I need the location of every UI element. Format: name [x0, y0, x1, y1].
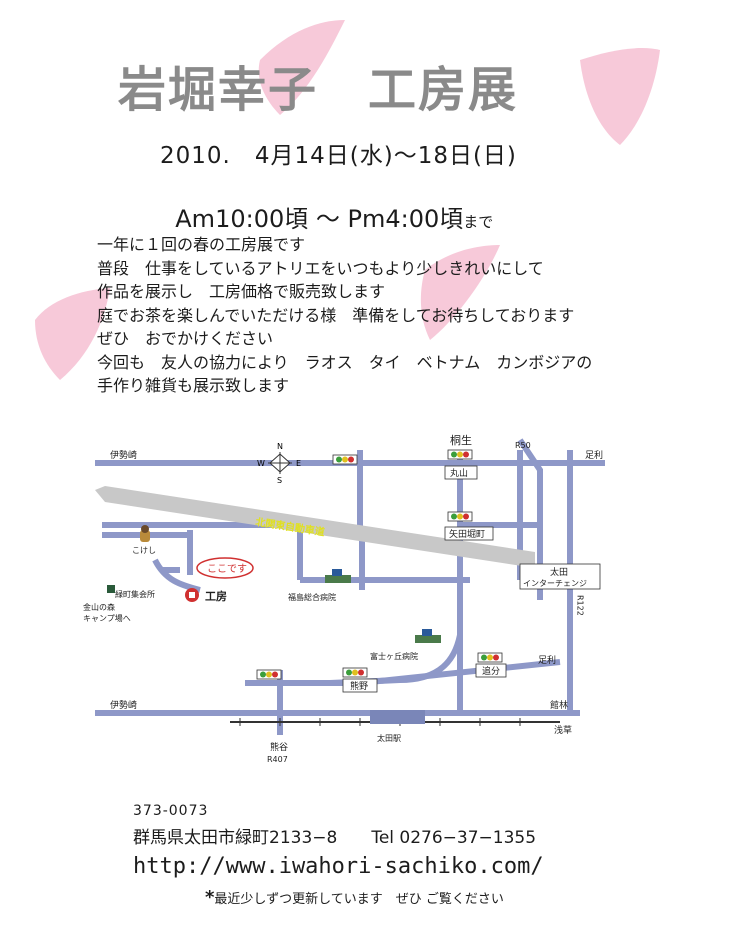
label-marugyama: 丸山: [450, 467, 468, 479]
intro-line: 普段 仕事をしているアトリエをいつもより少しきれいにして: [97, 258, 544, 278]
here-marker: ここです: [185, 557, 254, 602]
label-yatabori: 矢田堀町: [449, 528, 485, 540]
label-isesaki-bottom: 伊勢崎: [110, 699, 137, 711]
compass-n: N: [277, 442, 283, 451]
label-ota-ic-2: インターチェンジ: [523, 579, 587, 588]
community-hall-icon: [107, 585, 115, 593]
label-r407: R407: [267, 755, 288, 764]
label-ota-station: 太田駅: [377, 733, 401, 743]
label-fujigaoka: 富士ヶ丘病院: [370, 651, 418, 661]
event-date: 2010. 4月14日(水)～18日(日): [160, 143, 517, 169]
footer-note-text: 最近少しずつ更新しています ぜひ ご覧ください: [214, 892, 504, 907]
label-tatebayashi: 館林: [550, 699, 568, 711]
label-kanayama-2: キャンプ場へ: [83, 613, 131, 623]
footer-note: *最近少しずつ更新しています ぜひ ご覧ください: [205, 887, 504, 908]
label-r50: R50: [515, 441, 531, 450]
railway: [230, 710, 560, 726]
label-fukushima: 福島総合病院: [288, 592, 336, 602]
label-ota-ic-1: 太田: [550, 566, 568, 578]
intro-text: 一年に１回の春の工房展です 普段 仕事をしているアトリエをいつもより少しきれいに…: [97, 233, 592, 398]
traffic-light-icon: [256, 449, 503, 680]
website-url[interactable]: http://www.iwahori-sachiko.com/: [133, 854, 544, 879]
intro-line: 手作り雑貨も展示致します: [97, 376, 290, 395]
intro-line: 作品を展示し 工房価格で販売致します: [97, 282, 386, 301]
event-time-range: Am10:00頃 ～ Pm4:00頃: [175, 205, 464, 233]
label-kobo: 工房: [205, 589, 227, 603]
label-kiryu: 桐生: [450, 433, 472, 447]
kokeshi-icon: [140, 525, 150, 542]
contact-info: 373-0073 群馬県太田市緑町2133−8 Tel 0276−37−1355…: [133, 803, 544, 879]
intro-line: ぜひ おでかけください: [97, 329, 274, 348]
postal-code: 373-0073: [133, 803, 209, 819]
label-ashikaga-top: 足利: [585, 449, 603, 461]
compass-w: W: [257, 459, 265, 468]
address-phone: 群馬県太田市緑町2133−8 Tel 0276−37−1355: [133, 828, 537, 848]
page-title: 岩堀幸子 工房展: [118, 62, 519, 118]
access-map: 北関東自動車道 N S W E: [83, 433, 605, 764]
label-isesaki-top: 伊勢崎: [110, 449, 137, 461]
label-kumano: 熊野: [350, 680, 368, 692]
hospital-icon: [325, 569, 441, 643]
intro-line: 今回も 友人の協力により ラオス タイ ベトナム カンボジアの: [97, 352, 593, 372]
petal-decoration-left: [35, 245, 500, 380]
label-kokeshi: こけし: [132, 546, 156, 555]
label-community: 緑町集会所: [115, 589, 155, 599]
label-oiwake: 追分: [482, 665, 500, 677]
label-kumagaya: 熊谷: [270, 741, 288, 753]
label-r122: R122: [576, 595, 585, 616]
intro-line: 庭でお茶を楽しんでいただける様 準備をしてお待ちしております: [97, 305, 575, 325]
intro-line: 一年に１回の春の工房展です: [97, 235, 306, 254]
asterisk-icon: *: [205, 887, 215, 908]
label-asakusa: 浅草: [554, 724, 572, 736]
label-here: ここです: [207, 563, 247, 575]
event-time: Am10:00頃 ～ Pm4:00頃まで: [160, 171, 493, 234]
petal-decoration-top: [258, 20, 660, 145]
compass-icon: N S W E: [257, 442, 301, 485]
event-time-suffix: まで: [463, 213, 494, 231]
compass-e: E: [296, 459, 301, 468]
compass-s: S: [277, 476, 282, 485]
station-building-icon: [370, 710, 425, 724]
label-ashikaga-mid: 足利: [538, 654, 556, 666]
label-kanayama-1: 金山の森: [83, 602, 115, 612]
